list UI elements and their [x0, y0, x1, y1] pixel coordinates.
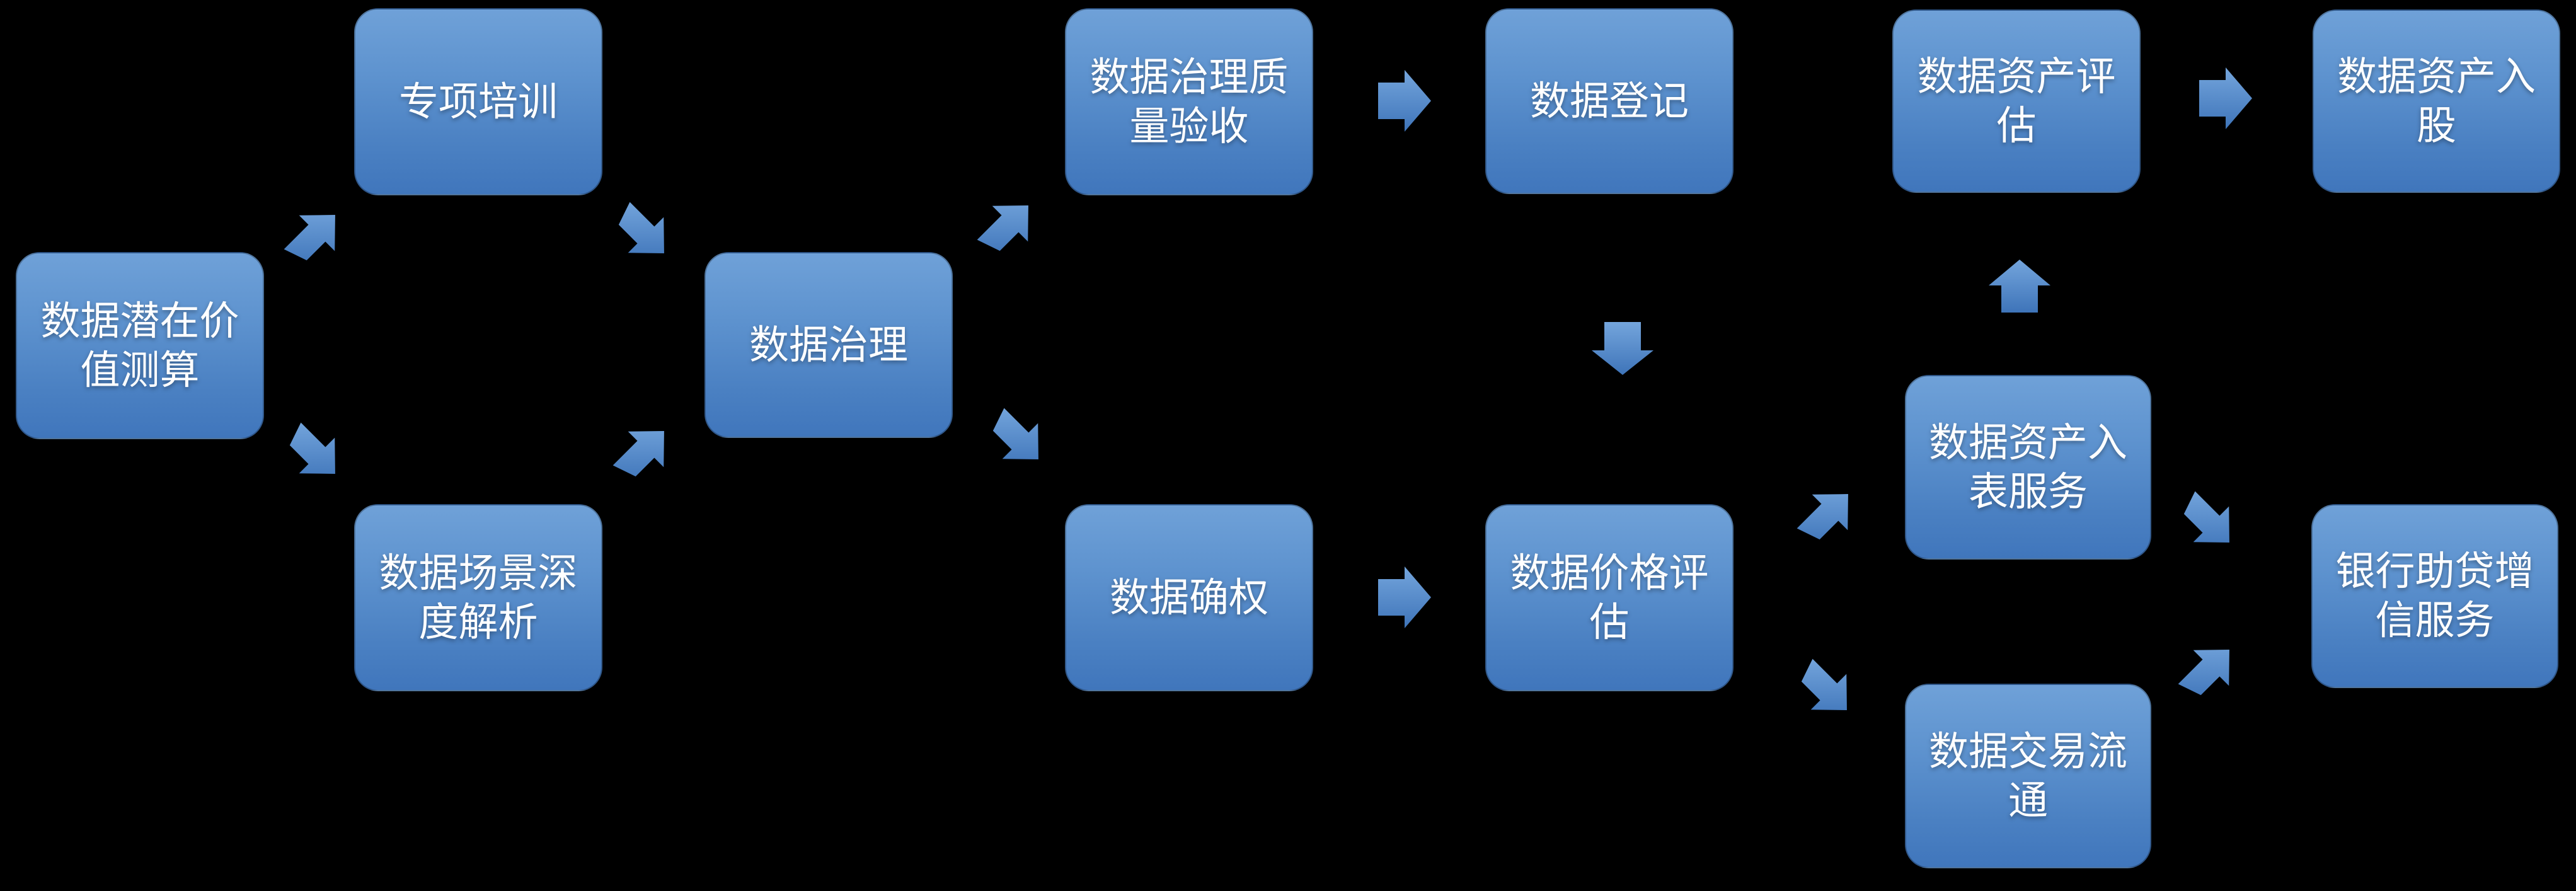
- up-arrow-icon: [1989, 260, 2050, 313]
- up-right-arrow-icon: [2178, 650, 2229, 696]
- flow-node-data-rights-confirmation: 数据确权: [1065, 504, 1313, 691]
- flow-node-data-asset-evaluation: 数据资产评估: [1892, 9, 2141, 193]
- right-arrow-icon: [2199, 67, 2252, 129]
- flow-node-label: 通: [2008, 778, 2048, 823]
- down-right-arrow-icon: [2183, 491, 2229, 543]
- flow-node-label: 数据交易流: [1929, 729, 2127, 774]
- flow-node-label: 信服务: [2375, 599, 2495, 643]
- flow-node-label: 专项培训: [399, 79, 558, 124]
- flow-node-asset-entry-service: 数据资产入表服务: [1905, 375, 2151, 560]
- flow-node-label: 数据登记: [1530, 79, 1689, 124]
- flow-node-label: 数据价格评: [1510, 551, 1709, 595]
- arrow-asset-entry-service-to-bank-loan-credit-service: [2176, 490, 2240, 553]
- flow-node-governance-quality-acceptance: 数据治理质量验收: [1065, 8, 1313, 195]
- flow-node-label: 估: [1589, 600, 1630, 645]
- arrow-data-governance-to-governance-quality-acceptance: [975, 195, 1038, 258]
- flow-node-label: 数据治理: [749, 323, 908, 367]
- flow-node-label: 表服务: [1969, 469, 2088, 514]
- flow-node-label: 数据资产评: [1917, 54, 2116, 99]
- flow-node-special-training: 专项培训: [354, 8, 602, 195]
- flow-node-label: 度解析: [418, 600, 538, 645]
- down-right-arrow-icon: [618, 202, 664, 253]
- arrow-data-trading-circulation-to-bank-loan-credit-service: [2176, 640, 2240, 703]
- flow-node-data-asset-equity: 数据资产入股: [2313, 9, 2560, 193]
- down-right-arrow-icon: [289, 422, 335, 474]
- flow-node-label: 股: [2417, 103, 2456, 148]
- arrow-data-rights-confirmation-to-data-price-evaluation: [1378, 566, 1431, 628]
- flow-node-label: 数据潜在价: [40, 299, 239, 343]
- arrow-data-potential-value-to-scenario-deep-analysis: [282, 421, 345, 484]
- flow-node-data-trading-circulation: 数据交易流通: [1905, 684, 2151, 868]
- flow-node-label: 数据资产入: [1929, 420, 2127, 465]
- right-arrow-icon: [1378, 566, 1431, 628]
- down-right-arrow-icon: [1801, 658, 1847, 710]
- flow-node-label: 银行助贷增: [2335, 549, 2534, 594]
- flow-node-scenario-deep-analysis: 数据场景深度解析: [354, 504, 602, 691]
- arrow-data-governance-to-data-rights-confirmation: [986, 406, 1049, 469]
- arrow-scenario-deep-analysis-to-data-governance: [611, 421, 674, 484]
- flow-node-label: 估: [1996, 103, 2037, 148]
- arrow-governance-quality-acceptance-to-data-registration: [1378, 70, 1431, 132]
- arrow-data-price-evaluation-to-asset-entry-service: [1795, 484, 1858, 547]
- flow-node-label: 值测算: [80, 348, 200, 393]
- flow-node-label: 数据场景深: [379, 551, 578, 595]
- down-right-arrow-icon: [992, 408, 1038, 459]
- flow-node-bank-loan-credit-service: 银行助贷增信服务: [2311, 504, 2558, 688]
- flow-node-label: 数据治理质: [1090, 55, 1289, 100]
- flow-node-data-registration: 数据登记: [1485, 8, 1734, 194]
- up-right-arrow-icon: [284, 215, 335, 261]
- flow-node-label: 数据确权: [1110, 575, 1268, 620]
- down-arrow-icon: [1592, 322, 1653, 375]
- up-right-arrow-icon: [977, 205, 1028, 251]
- arrow-asset-entry-service-to-data-asset-evaluation: [1989, 260, 2050, 313]
- up-right-arrow-icon: [612, 431, 664, 477]
- arrow-special-training-to-data-governance: [611, 200, 674, 263]
- flow-node-data-potential-value: 数据潜在价值测算: [16, 252, 264, 439]
- arrow-data-asset-evaluation-to-data-asset-equity: [2199, 67, 2252, 129]
- up-right-arrow-icon: [1797, 494, 1848, 540]
- flow-node-label: 数据资产入: [2337, 54, 2536, 99]
- arrow-data-price-evaluation-to-data-trading-circulation: [1794, 657, 1857, 720]
- flow-node-label: 量验收: [1129, 104, 1249, 149]
- right-arrow-icon: [1378, 70, 1431, 132]
- flow-node-data-price-evaluation: 数据价格评估: [1485, 504, 1734, 691]
- arrow-data-registration-to-data-price-evaluation: [1592, 322, 1653, 375]
- arrow-data-potential-value-to-special-training: [282, 205, 345, 268]
- flow-node-data-governance: 数据治理: [704, 252, 953, 438]
